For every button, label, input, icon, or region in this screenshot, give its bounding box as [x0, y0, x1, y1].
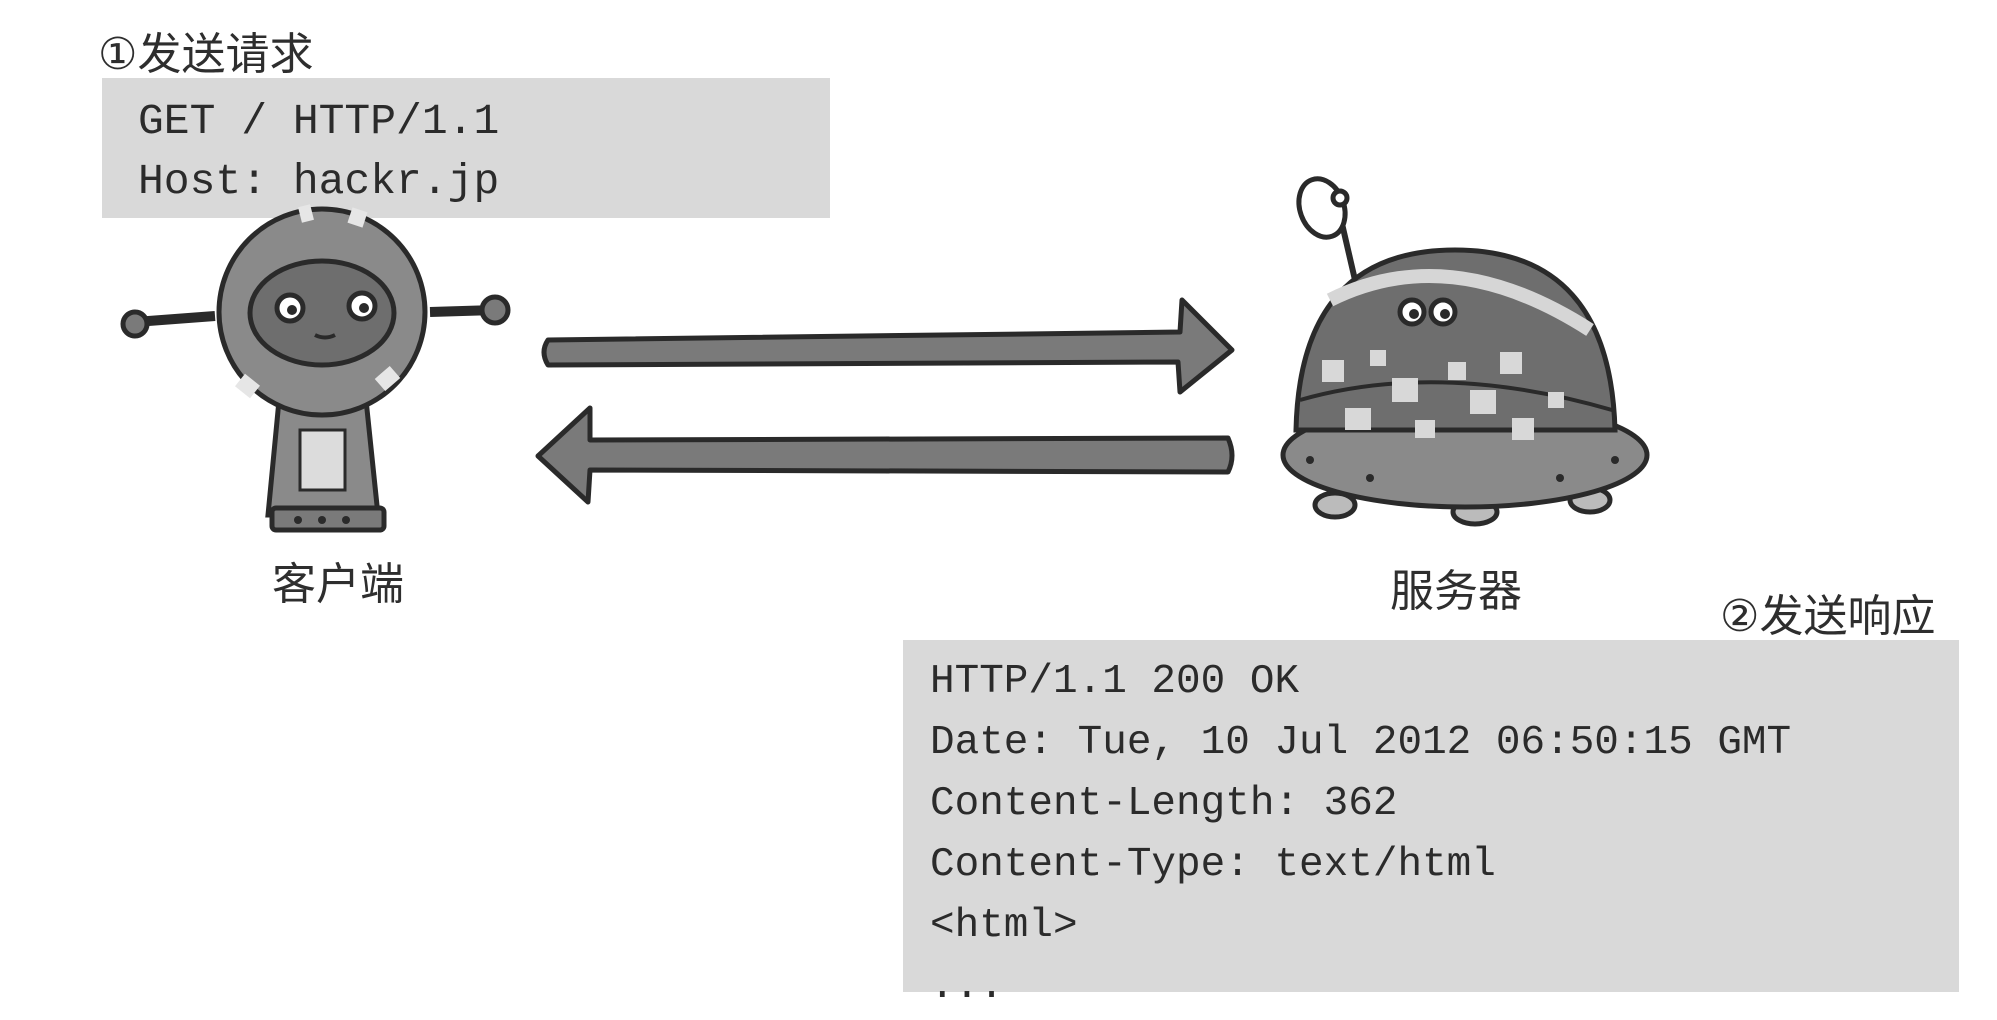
request-message-box: GET / HTTP/1.1 Host: hackr.jp — [102, 78, 830, 218]
request-line: GET / HTTP/1.1 — [138, 97, 500, 146]
response-step-label: ②发送响应 — [1720, 591, 1936, 642]
response-message-box: HTTP/1.1 200 OK Date: Tue, 10 Jul 2012 0… — [903, 640, 1959, 1010]
robot-server-icon — [1280, 176, 1650, 527]
response-arrow — [535, 405, 1235, 505]
request-step-label: ①发送请求 — [98, 29, 314, 80]
response-content-length-header: Content-Length: 362 — [930, 781, 1398, 827]
request-arrow — [541, 297, 1235, 395]
robot-client-icon — [120, 204, 511, 533]
request-host-header: Host: hackr.jp — [138, 157, 500, 206]
response-content-type-header: Content-Type: text/html — [930, 842, 1496, 888]
client-label: 客户端 — [272, 559, 404, 610]
response-body-start: <html> — [930, 903, 1078, 949]
response-date-header: Date: Tue, 10 Jul 2012 06:50:15 GMT — [930, 720, 1792, 766]
response-body-ellipsis: ... — [930, 964, 1004, 1010]
response-status-line: HTTP/1.1 200 OK — [930, 659, 1300, 705]
server-label: 服务器 — [1390, 566, 1522, 617]
